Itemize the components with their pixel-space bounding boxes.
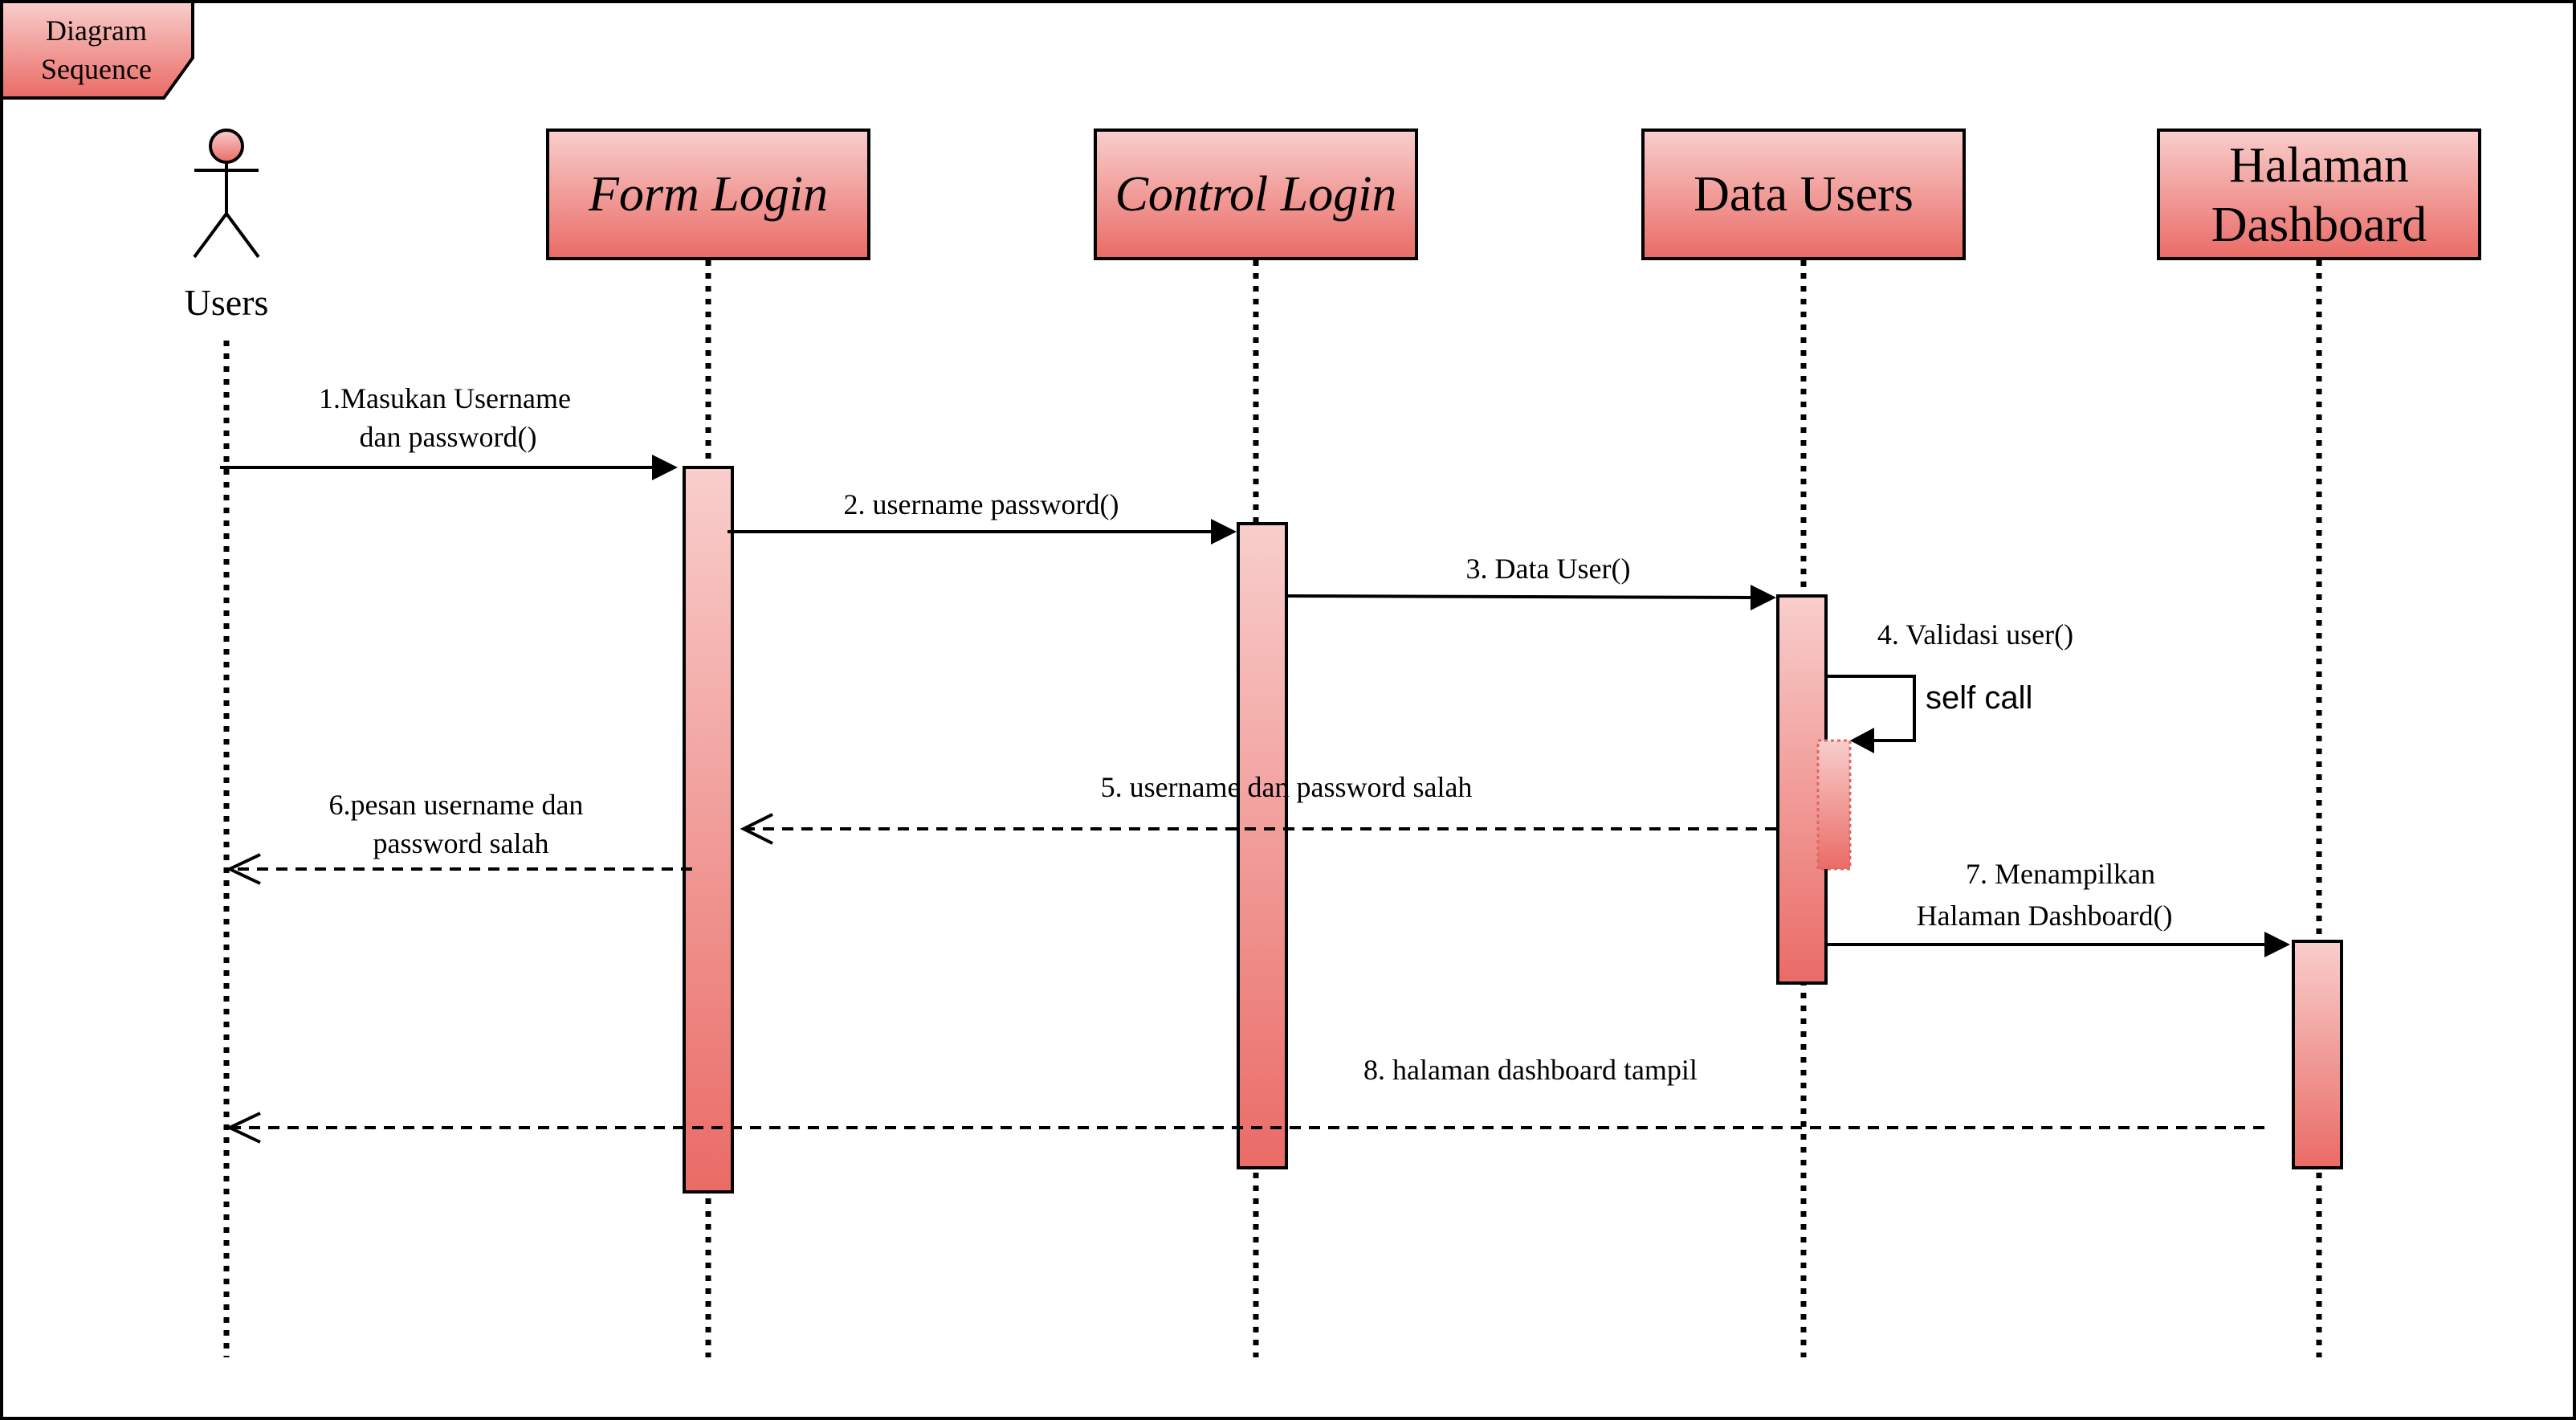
message-2-arrow <box>728 519 1237 545</box>
actor-head <box>209 129 244 164</box>
message-6-return-arrow <box>226 853 692 885</box>
message-6-label-line1: 6.pesan username dan <box>329 789 584 821</box>
frame-label-line2: Sequence <box>41 53 152 85</box>
message-4-label: 4. Validasi user() <box>1877 618 2073 651</box>
message-7-arrow <box>1826 932 2290 957</box>
activation-data-users <box>1776 594 1828 985</box>
message-8-return-arrow <box>226 1112 2264 1144</box>
frame-label-line1: Diagram <box>46 14 147 47</box>
message-1-label-line2: dan password() <box>360 421 537 453</box>
actor-label: Users <box>185 282 269 323</box>
message-7-label-line1: 7. Menampilkan <box>1966 858 2155 890</box>
activation-form-login <box>683 466 734 1194</box>
message-6-label-line2: password salah <box>373 827 549 859</box>
self-call-label: self call <box>1926 680 2032 716</box>
activation-dashboard <box>2292 940 2343 1169</box>
frame-label-tab: Diagram Sequence <box>0 0 194 100</box>
form-login-label: Form Login <box>588 167 828 222</box>
message-2-label: 2. username password() <box>844 488 1119 520</box>
control-login-label: Control Login <box>1115 167 1397 222</box>
lifeline-header-form-login: Form Login <box>546 129 870 260</box>
message-1-arrow <box>220 455 678 480</box>
message-4-self-call-arrow <box>1826 675 1916 753</box>
lifeline-header-dashboard: Halaman Dashboard <box>2157 129 2481 260</box>
dashboard-label-line2: Dashboard <box>2211 198 2427 252</box>
message-5-return-arrow <box>740 813 1776 845</box>
dashboard-label-line1: Halaman <box>2229 138 2409 193</box>
data-users-label: Data Users <box>1694 167 1914 222</box>
activation-self-call <box>1816 739 1852 871</box>
message-1-label-line1: 1.Masukan Username <box>319 382 571 414</box>
actor-users <box>193 129 260 259</box>
actor-right-leg <box>225 212 260 259</box>
actor-left-leg <box>193 212 228 259</box>
message-3-arrow <box>1286 585 1776 610</box>
message-3-label: 3. Data User() <box>1466 553 1631 585</box>
message-5-label: 5. username dan password salah <box>1101 771 1473 803</box>
message-8-label: 8. halaman dashboard tampil <box>1363 1054 1698 1086</box>
message-7-label-line2: Halaman Dashboard() <box>1917 900 2173 932</box>
lifeline-header-data-users: Data Users <box>1641 129 1966 260</box>
lifeline-header-control-login: Control Login <box>1094 129 1418 260</box>
activation-control-login <box>1237 522 1288 1169</box>
